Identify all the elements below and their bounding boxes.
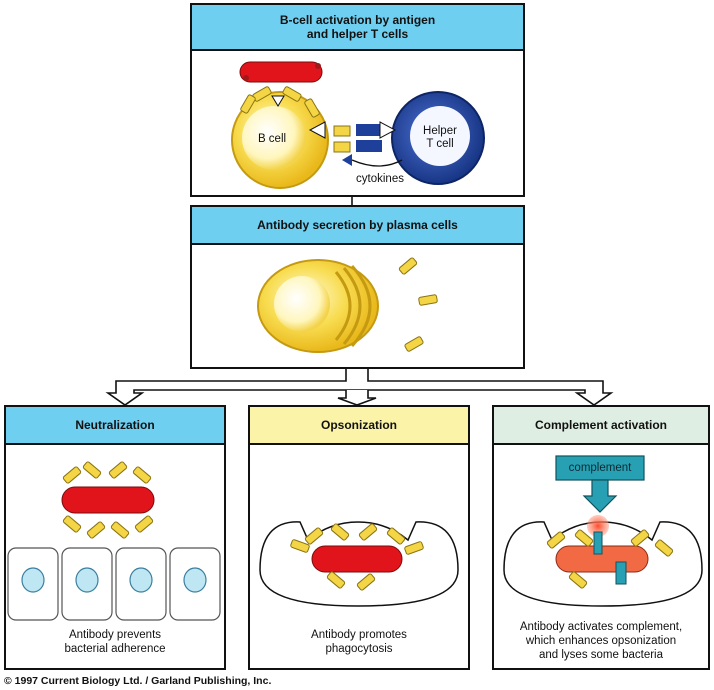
helper-t-cell-label-line1: Helper (423, 125, 457, 137)
cytokines-label: cytokines (356, 173, 404, 185)
neutralization-art (7, 460, 221, 621)
neutralization-caption-line1: Antibody prevents (68, 629, 162, 641)
neutralization-panel: Neutralization (4, 405, 226, 670)
complement-label: complement (568, 462, 632, 474)
complement-caption-line1: Antibody activates complement, (519, 621, 683, 633)
secretion-header: Antibody secretion by plasma cells (192, 207, 523, 245)
activation-title-line2: and helper T cells (306, 27, 409, 41)
complement-caption-line2: which enhances opsonization (525, 635, 677, 647)
opsonization-caption-line2: phagocytosis (325, 643, 393, 655)
activation-header: B-cell activation by antigen and helper … (192, 5, 523, 51)
complement-title: Complement activation (534, 418, 668, 432)
plasma-cell-art (257, 256, 439, 353)
neutralization-header: Neutralization (6, 407, 224, 445)
complement-art (503, 455, 703, 607)
neutralization-title: Neutralization (75, 418, 155, 432)
complement-header: Complement activation (494, 407, 708, 445)
neutralization-caption-line2: bacterial adherence (64, 643, 166, 655)
opsonization-header: Opsonization (250, 407, 468, 445)
secretion-title: Antibody secretion by plasma cells (257, 218, 458, 232)
flow-arrows (105, 197, 614, 406)
b-cell-label: B cell (257, 133, 287, 145)
opsonization-art (259, 521, 459, 607)
complement-caption-line3: and lyses some bacteria (538, 649, 663, 661)
activation-art (231, 61, 485, 189)
opsonization-caption-line1: Antibody promotes (311, 629, 407, 641)
copyright-text: © 1997 Current Biology Ltd. / Garland Pu… (4, 675, 272, 687)
opsonization-title: Opsonization (321, 418, 397, 432)
activation-title-line1: B-cell activation by antigen (279, 13, 436, 27)
helper-t-cell-label-line2: T cell (426, 138, 454, 150)
